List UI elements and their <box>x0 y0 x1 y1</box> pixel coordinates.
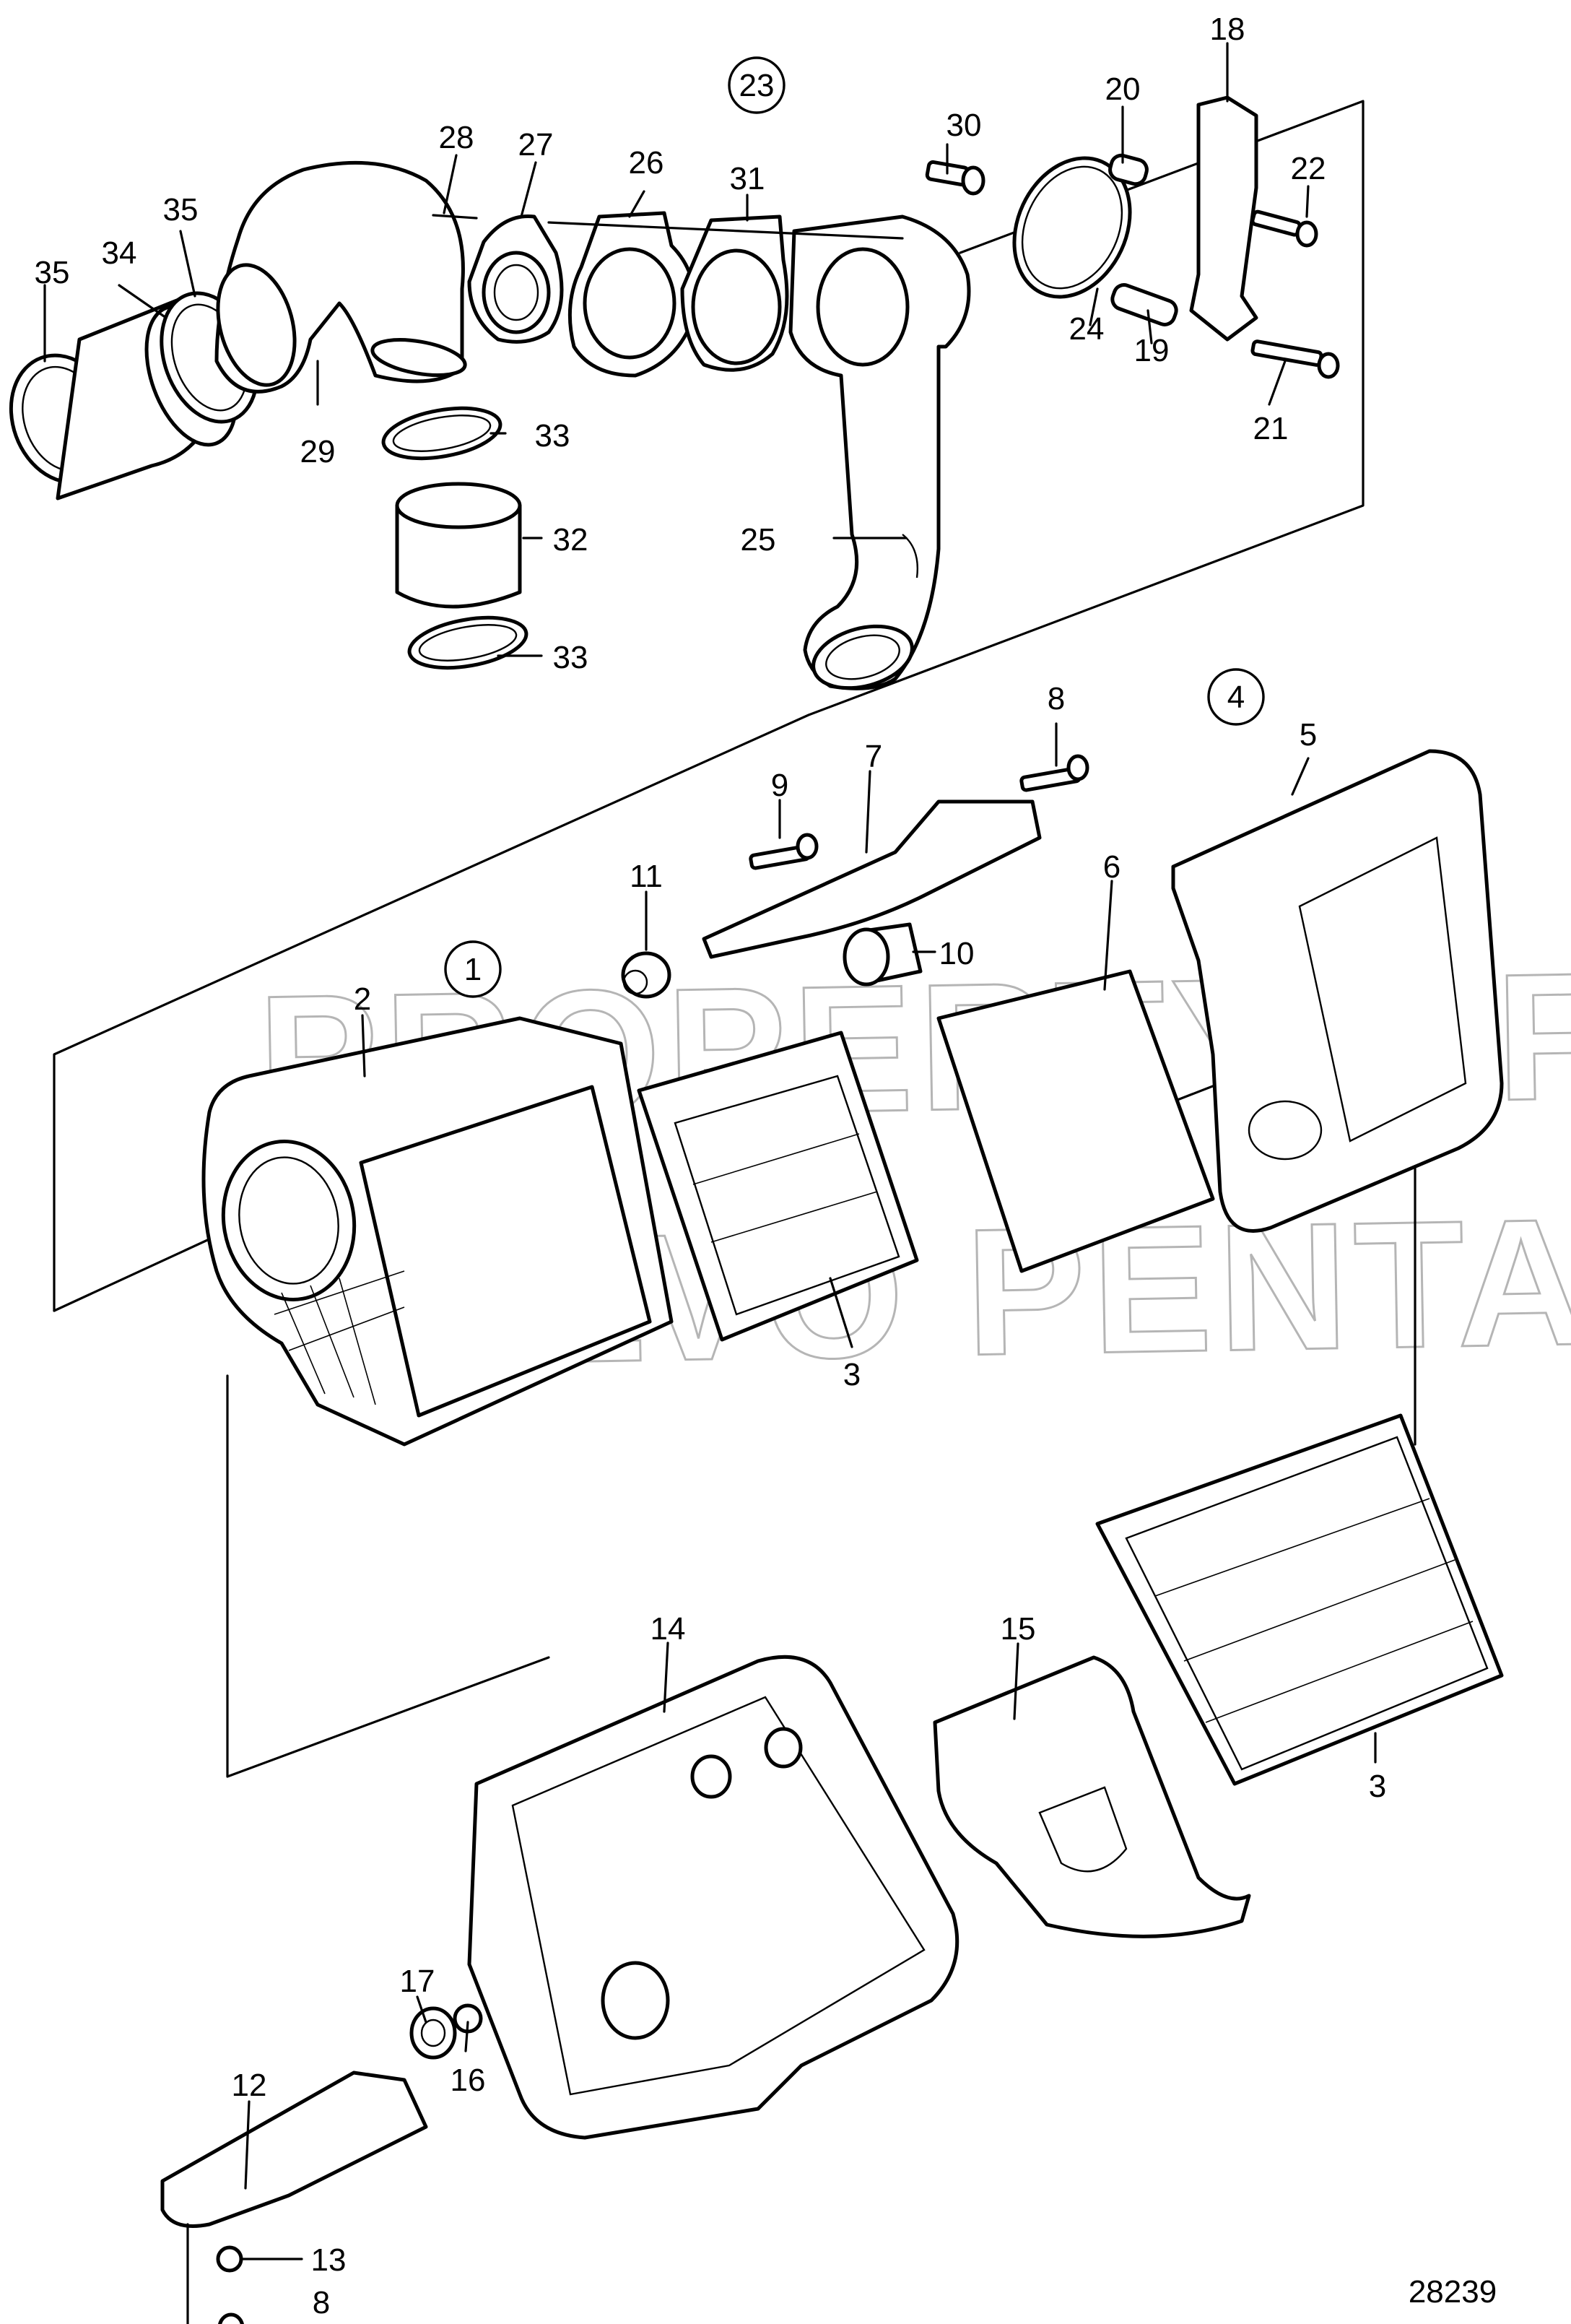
outer-cover-5 <box>1171 749 1504 1233</box>
bushing-10 <box>843 922 923 987</box>
part-label: 20 <box>1105 71 1141 107</box>
part-label: 32 <box>553 522 588 558</box>
lower-housing-assembly <box>160 1413 1504 2324</box>
spacer-19 <box>1110 283 1178 326</box>
panel-15 <box>933 1655 1251 1938</box>
screw-13 <box>216 2245 243 2273</box>
spacer-20 <box>1108 153 1149 186</box>
part-label: 5 <box>1300 717 1317 753</box>
group-label-4-text: 4 <box>1227 680 1245 715</box>
part-label: 26 <box>629 145 664 181</box>
part-label: 35 <box>35 255 70 290</box>
part-label: 18 <box>1210 12 1245 47</box>
part-label: 16 <box>451 2063 486 2098</box>
part-label: 17 <box>400 1964 435 1999</box>
part-label: 11 <box>630 859 663 894</box>
bracket-12 <box>160 2071 428 2228</box>
bolt-22 <box>1250 209 1318 248</box>
part-labels: 35 34 35 28 27 26 31 30 20 18 22 24 19 2… <box>35 12 1387 2320</box>
group-label-23: 23 <box>728 56 786 114</box>
bolt-8b <box>218 2312 244 2324</box>
air-filter-housing-assembly <box>201 749 1504 1447</box>
part-label: 30 <box>946 108 982 143</box>
part-label: 14 <box>650 1611 686 1647</box>
bolt-9 <box>749 833 819 870</box>
filter-housing-2 <box>201 1016 674 1447</box>
part-label: 33 <box>535 418 570 454</box>
grommet-17 <box>409 2006 457 2060</box>
group-label-1-text: 1 <box>464 952 482 987</box>
part-label: 2 <box>354 981 371 1017</box>
part-label: 8 <box>1048 681 1065 716</box>
part-label: 3 <box>1369 1769 1386 1804</box>
bolt-8a <box>1019 754 1089 792</box>
elbow-pipe-29 <box>214 160 467 394</box>
hose-clamp-33b <box>407 615 528 670</box>
figure-number: 28239 <box>1409 2274 1497 2310</box>
part-label: 28 <box>439 120 474 155</box>
group-label-1: 1 <box>444 940 502 998</box>
filter-element-3b <box>1095 1413 1504 1786</box>
part-label: 27 <box>518 127 554 162</box>
part-label: 8 <box>313 2285 330 2320</box>
sleeve-32 <box>395 482 522 609</box>
part-label: 10 <box>939 936 975 971</box>
part-label: 35 <box>163 192 199 227</box>
bolt-30 <box>925 160 985 196</box>
cover-plate-6 <box>936 969 1215 1273</box>
group-label-4: 4 <box>1207 668 1265 726</box>
part-label: 6 <box>1103 849 1120 885</box>
part-label: 3 <box>843 1357 861 1392</box>
part-label: 22 <box>1291 151 1326 186</box>
bracket-7 <box>702 799 1042 959</box>
intake-housing-25 <box>788 214 971 690</box>
bushing-11 <box>621 951 671 999</box>
lower-housing-14 <box>467 1655 959 2140</box>
part-label: 7 <box>865 739 882 774</box>
part-label: 33 <box>553 640 588 675</box>
o-ring-24 <box>1012 156 1132 299</box>
bolt-21 <box>1250 339 1340 379</box>
part-label: 12 <box>232 2068 267 2103</box>
part-label: 34 <box>102 235 137 271</box>
part-label: 15 <box>1001 1611 1036 1647</box>
hose-clamp-33a <box>381 406 502 461</box>
group-label-23-text: 23 <box>739 68 775 103</box>
gasket-26 <box>567 211 697 378</box>
part-label: 19 <box>1134 333 1170 368</box>
bracket-18 <box>1189 95 1258 342</box>
intake-pipe-assembly <box>9 95 1340 690</box>
part-label: 24 <box>1069 311 1105 347</box>
part-label: 21 <box>1253 411 1289 446</box>
part-label: 31 <box>730 161 765 196</box>
filter-element-3a <box>637 1031 919 1342</box>
part-label: 25 <box>741 522 776 558</box>
part-label: 9 <box>771 768 788 803</box>
gasket-31 <box>680 214 789 372</box>
part-label: 13 <box>311 2242 347 2278</box>
part-label: 29 <box>300 434 336 469</box>
plate-27 <box>467 214 564 344</box>
leader-lines <box>43 42 1377 2324</box>
